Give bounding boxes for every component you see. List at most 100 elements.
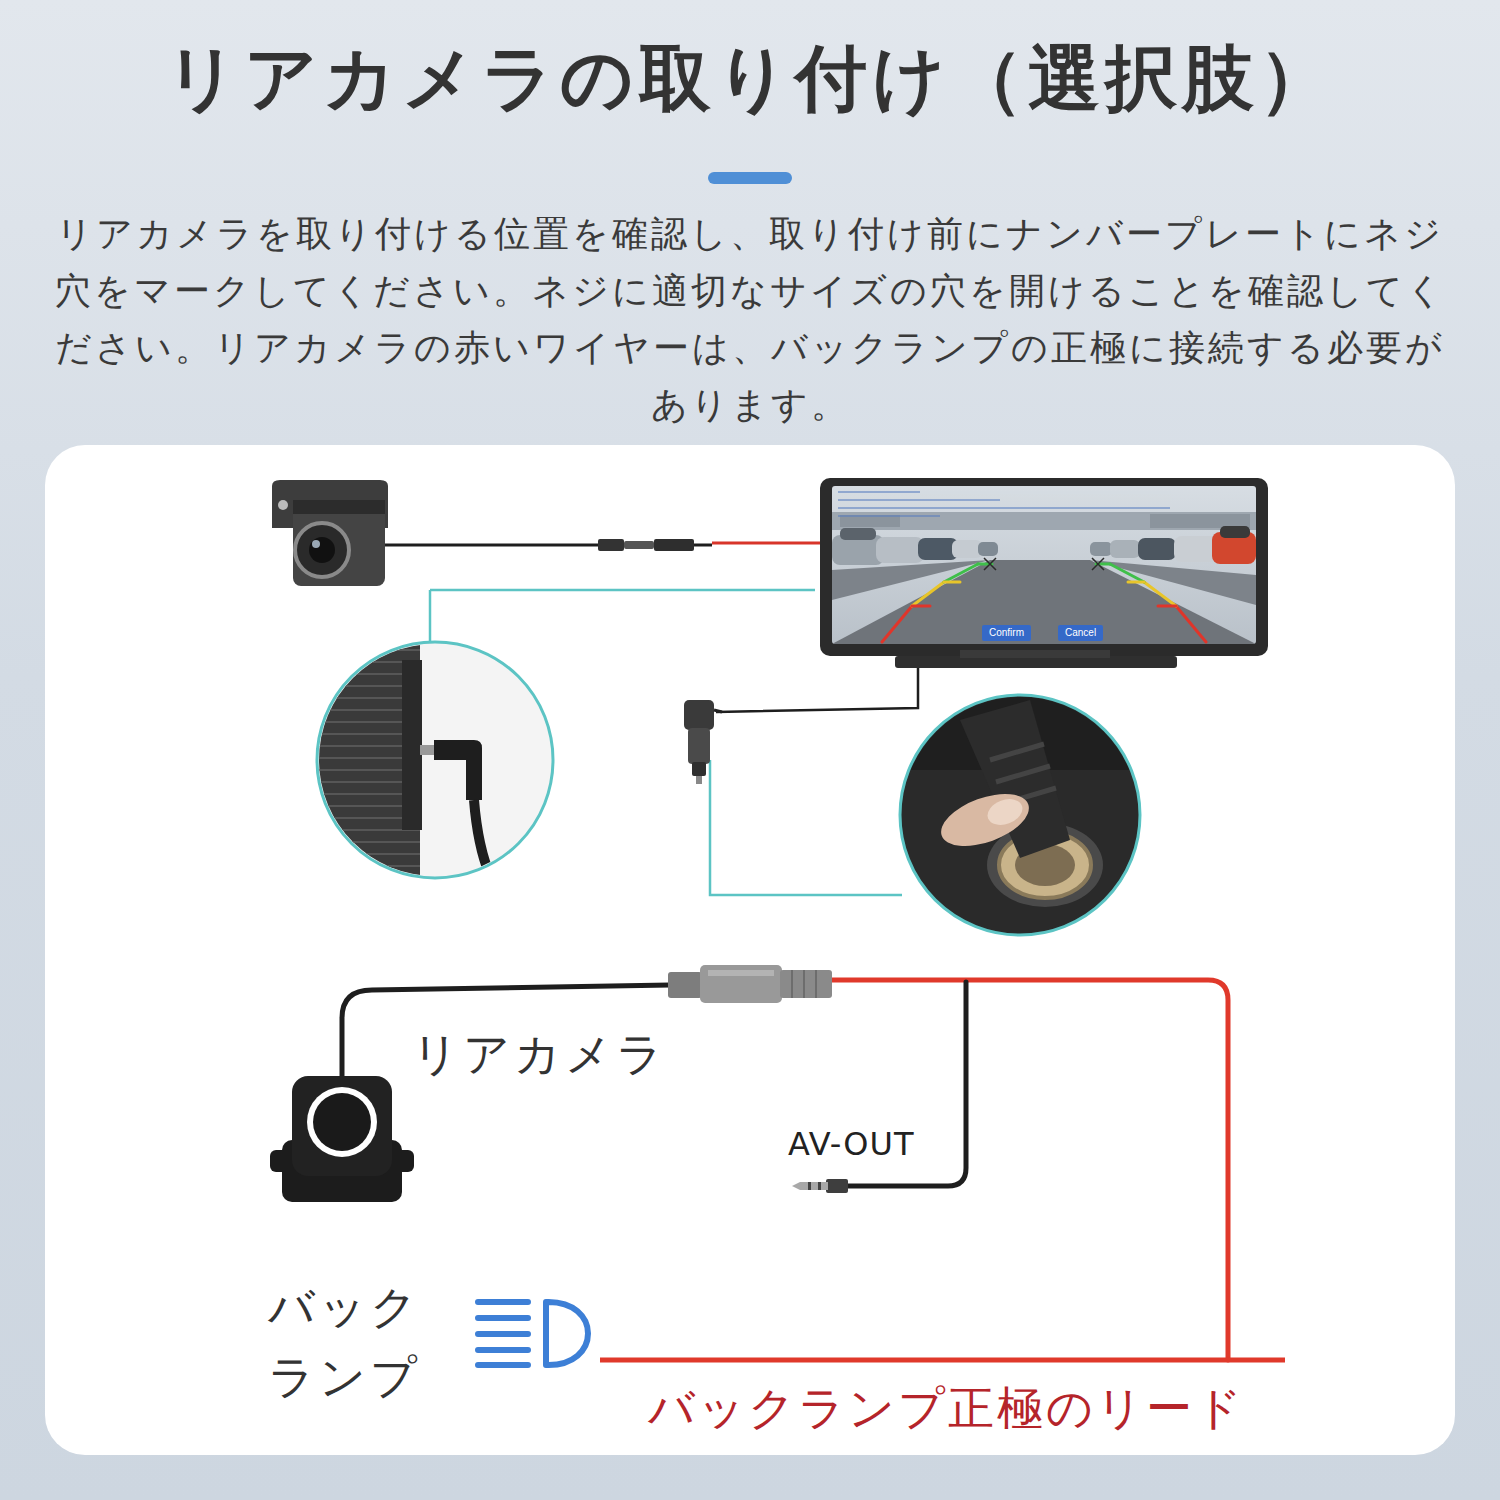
zoom-av-jack: [300, 630, 553, 890]
wire-connector: [708, 970, 774, 976]
monitor-display: [838, 491, 920, 493]
camera-cable: [598, 539, 624, 551]
monitor-display: [838, 507, 1170, 509]
monitor-display: [944, 564, 978, 582]
rear-camera-icon: [313, 1093, 371, 1151]
zoom-av-jack: [317, 642, 553, 878]
monitor-display: [882, 564, 1206, 642]
backlamp-positive-lead: [600, 1360, 1285, 1361]
monitor-display: [1110, 564, 1144, 582]
camera-cable: [624, 541, 654, 549]
monitor-display: [978, 542, 998, 556]
wire-connector: [700, 965, 782, 1003]
monitor-display: [838, 515, 940, 517]
monitor-display: [1174, 536, 1218, 562]
monitor-display: [1128, 581, 1144, 584]
zoom-cigarette-socket: [900, 695, 1140, 935]
zoom-cigarette-socket: [900, 695, 1140, 935]
monitor-display: [820, 478, 1268, 656]
rear-camera-photo: [293, 500, 385, 514]
monitor-display: [984, 558, 996, 570]
monitor-display: [944, 581, 960, 584]
zoom-av-jack: [402, 660, 422, 830]
monitor-display: [876, 537, 924, 563]
monitor-display: [838, 492, 1170, 516]
zoom-cigarette-socket: [934, 784, 1036, 857]
monitor-display: [832, 512, 1256, 530]
backlamp-icon: [478, 1302, 528, 1365]
wire-name: バックランプ正極のリード: [648, 1378, 1245, 1438]
av-out-plug: [818, 1182, 821, 1190]
monitor-mount: [895, 650, 1177, 668]
monitor-display: [1092, 558, 1104, 570]
wire-connector: [792, 970, 816, 998]
monitor-mount: [960, 650, 1110, 658]
wire-connector: [668, 972, 702, 998]
av-out-plug: [792, 1182, 800, 1190]
part-name: バック ランプ: [268, 1272, 433, 1412]
camera-cable: [694, 544, 712, 547]
car-charger-plug: [684, 700, 722, 784]
backlamp-positive-lead: [600, 1358, 1285, 1363]
camera-cable: [385, 539, 822, 551]
monitor-display: [1176, 606, 1206, 642]
rear-camera-icon: [307, 1087, 377, 1157]
car-charger-plug: [714, 710, 722, 712]
av-out-plug: [800, 1182, 828, 1190]
monitor-display: [1144, 582, 1176, 606]
rear-camera-photo: [278, 500, 288, 510]
leader-line: [710, 760, 902, 895]
car-charger-plug: [696, 776, 702, 784]
av-out-plug: [808, 1182, 811, 1190]
rear-camera-photo: [312, 540, 320, 548]
backlamp-icon: [546, 1302, 588, 1365]
camera-cable: [654, 539, 694, 551]
part-name: リアカメラ: [412, 1022, 667, 1086]
rear-camera-icon: [270, 1076, 414, 1202]
camera-cable: [385, 544, 600, 547]
rear-camera-photo: [295, 523, 349, 577]
zoom-cigarette-socket: [984, 795, 1026, 830]
leader-line: [430, 589, 815, 592]
monitor-display: [1158, 605, 1176, 608]
av-out-plug: [826, 1179, 848, 1193]
monitor-display: [1220, 526, 1250, 538]
screen-button: Cancel: [1058, 625, 1103, 641]
white-panel: [45, 445, 1455, 1455]
zoom-av-jack: [420, 745, 434, 755]
zoom-cigarette-socket: [900, 690, 1140, 907]
rear-camera-photo: [293, 500, 385, 586]
monitor-display: [984, 558, 1104, 570]
monitor-display: [1138, 538, 1176, 560]
monitor-display: [840, 528, 876, 540]
monitor-display: [832, 560, 1256, 644]
power-cable: [716, 668, 918, 712]
description-note: リアカメラを取り付ける位置を確認し、取り付け前にナンバープレートにネジ穴をマーク…: [50, 205, 1450, 433]
white-panel: [45, 445, 1455, 1455]
leader-line: [429, 590, 432, 644]
monitor-display: [838, 499, 1000, 501]
monitor-display: [820, 478, 1268, 656]
monitor-display: [1150, 514, 1250, 528]
monitor-display: [832, 486, 1256, 644]
wire-connector: [780, 970, 832, 998]
zoom-av-jack: [300, 630, 492, 890]
monitor-display: [952, 540, 982, 558]
monitor-display: [832, 560, 990, 600]
zoom-cigarette-socket: [900, 690, 1140, 935]
car-charger-plug: [688, 728, 710, 764]
monitor-display: [882, 606, 912, 642]
av-out-plug: [792, 1179, 848, 1193]
rear-camera-photo: [309, 537, 335, 563]
monitor-display: [1090, 542, 1112, 556]
car-charger-plug: [684, 700, 714, 730]
power-cable: [716, 668, 918, 712]
monitor-display: [1090, 560, 1256, 605]
button-text: Confirm: [989, 627, 1024, 638]
car-charger-plug: [692, 762, 706, 776]
zoom-av-jack: [434, 740, 482, 800]
wire-connector: [668, 965, 832, 1003]
rear-camera-photo: [272, 480, 388, 586]
page-title: リアカメラの取り付け（選択肢）: [0, 28, 1500, 128]
